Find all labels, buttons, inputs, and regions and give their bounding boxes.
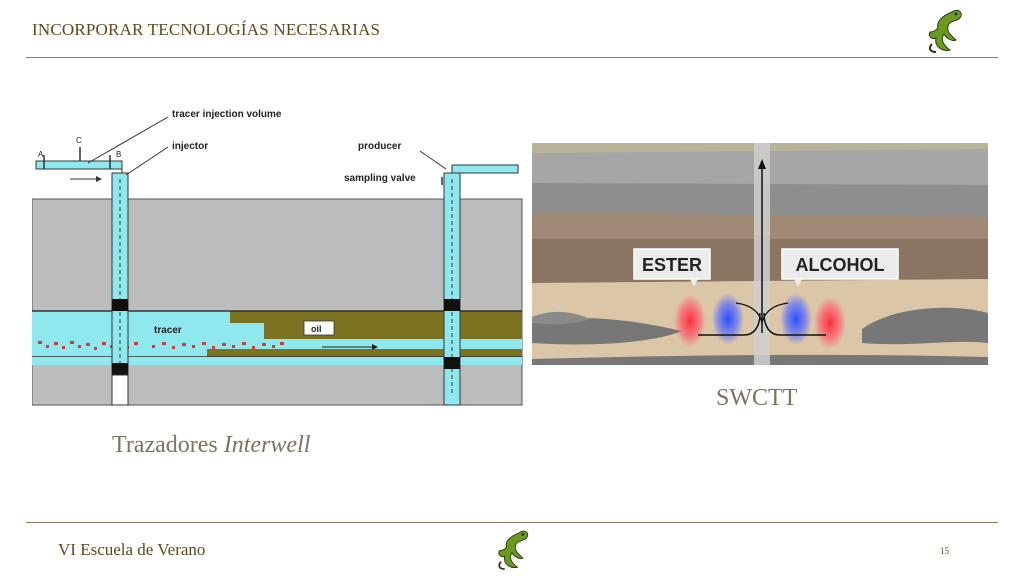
valve-a-label: A [38, 150, 44, 159]
oil-label: oil [311, 324, 322, 334]
interwell-caption: Trazadores Interwell [112, 432, 311, 458]
sampling-valve-label: sampling valve [344, 173, 416, 184]
swctt-caption: SWCTT [716, 385, 798, 411]
valve-c-label: C [76, 136, 82, 145]
lizard-logo-icon [928, 9, 962, 53]
footer-divider [26, 522, 998, 523]
header-divider [26, 57, 998, 58]
swctt-diagram: ESTER ALCOHOL [532, 143, 988, 365]
injector-label: injector [172, 141, 208, 152]
ester-label: ESTER [642, 255, 702, 275]
tracer-label: tracer [154, 325, 182, 336]
interwell-tracer-diagram: tracer injection volume injector produce… [32, 109, 523, 406]
page-number: 15 [940, 546, 949, 556]
alcohol-label: ALCOHOL [796, 255, 885, 275]
slide-title: INCORPORAR TECNOLOGÍAS NECESARIAS [32, 20, 381, 39]
producer-label: producer [358, 141, 401, 152]
tracer-injection-volume-label: tracer injection volume [172, 109, 282, 120]
footer-text: VI Escuela de Verano [58, 540, 206, 559]
valve-b-label: B [116, 150, 121, 159]
lizard-logo-icon [498, 530, 529, 570]
